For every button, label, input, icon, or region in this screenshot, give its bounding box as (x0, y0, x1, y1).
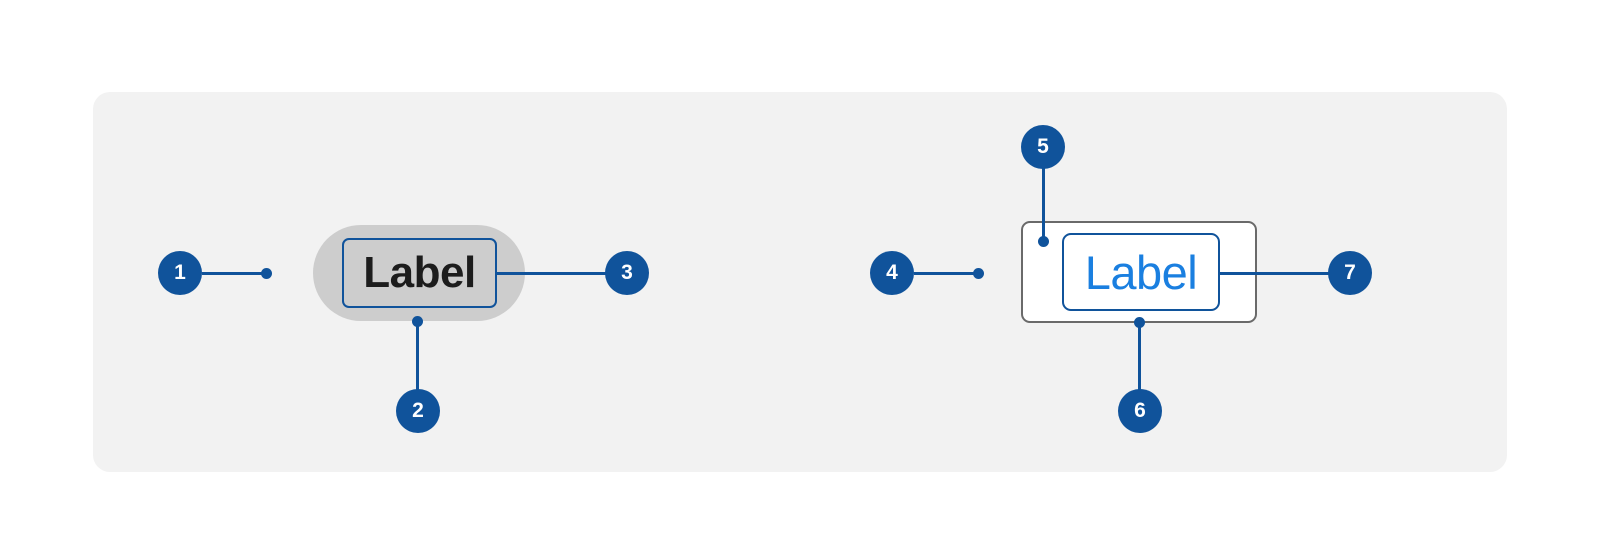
callout-badge-4[interactable]: 4 (870, 251, 914, 295)
callout-badge-3[interactable]: 3 (605, 251, 649, 295)
callout-badge-6[interactable]: 6 (1118, 389, 1162, 433)
callout-1-leader-line (202, 272, 268, 275)
callout-badge-5[interactable]: 5 (1021, 125, 1065, 169)
callout-badge-1[interactable]: 1 (158, 251, 202, 295)
callout-1-endpoint-dot (261, 268, 272, 279)
callout-4-endpoint-dot (973, 268, 984, 279)
spec-panel (93, 92, 1507, 472)
callout-7-leader-line (1219, 272, 1337, 275)
callout-2-endpoint-dot (412, 316, 423, 327)
callout-5-endpoint-dot (1038, 236, 1049, 247)
callout-6-endpoint-dot (1134, 317, 1145, 328)
box-label-text: Label (1084, 245, 1198, 299)
callout-badge-7[interactable]: 7 (1328, 251, 1372, 295)
pill-label-text: Label (363, 248, 476, 297)
callout-2-leader-line (416, 321, 419, 393)
callout-3-leader-line (496, 272, 612, 275)
callout-5-leader-line (1042, 168, 1045, 246)
callout-badge-2[interactable]: 2 (396, 389, 440, 433)
callout-6-leader-line (1138, 322, 1141, 394)
callout-4-leader-line (914, 272, 980, 275)
